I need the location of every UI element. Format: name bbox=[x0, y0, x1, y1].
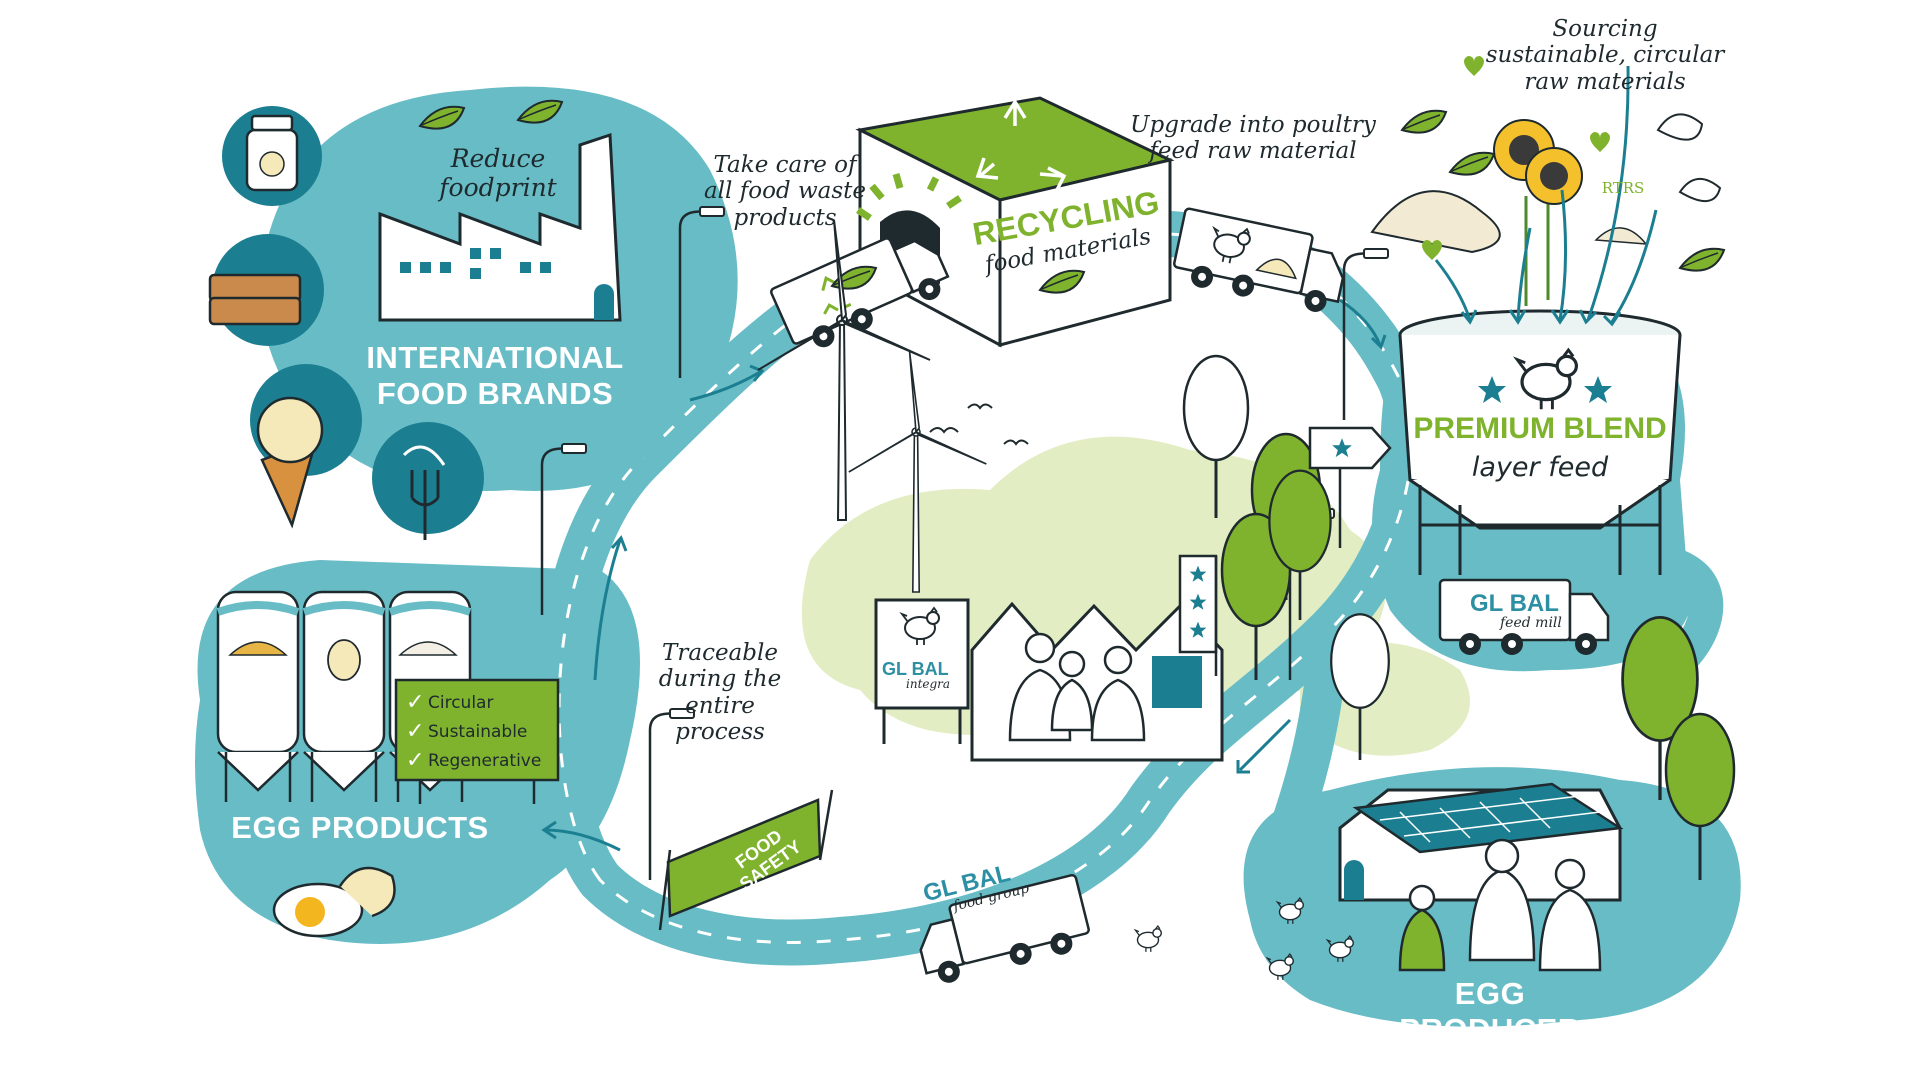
checkmark-icon: ✓ bbox=[406, 690, 425, 715]
note-line: entire bbox=[685, 692, 755, 719]
title-line: INTERNATIONAL bbox=[366, 340, 624, 375]
international-food-brands-title: INTERNATIONAL FOOD BRANDS bbox=[330, 340, 660, 411]
egg-producer-title: EGG PRODUCER bbox=[1390, 976, 1590, 1047]
people-central bbox=[1008, 632, 1146, 742]
note-line: all food waste bbox=[703, 178, 867, 205]
recycle-icon bbox=[975, 98, 1067, 193]
leaf-icon bbox=[1449, 151, 1495, 176]
note-line: sustainable, circular bbox=[1485, 42, 1725, 69]
checkmark-icon: ✓ bbox=[406, 719, 425, 744]
checklist-label: Circular bbox=[428, 692, 494, 713]
note-line: Sourcing bbox=[1552, 16, 1658, 42]
leaf-icon bbox=[1401, 109, 1447, 134]
birds bbox=[929, 403, 1029, 446]
title-line: FOOD BRANDS bbox=[376, 375, 614, 411]
reduce-foodprint-note: Reduce foodprint bbox=[418, 144, 578, 203]
feed-truck bbox=[1169, 206, 1352, 318]
logo-sub: feed mill bbox=[1500, 615, 1562, 631]
note-line: during the bbox=[658, 666, 782, 693]
premium-blend-title: PREMIUM BLEND bbox=[1413, 412, 1667, 445]
egg-products-title: EGG PRODUCTS bbox=[231, 810, 489, 845]
logo-name: GL BAL bbox=[882, 659, 949, 679]
note-line: products bbox=[733, 204, 837, 231]
signpost bbox=[1308, 426, 1392, 548]
raw-materials bbox=[1370, 113, 1722, 306]
note-line: feed raw material bbox=[1149, 138, 1357, 165]
integra-sign bbox=[874, 598, 970, 744]
egg-product-silos bbox=[216, 590, 472, 802]
checklist-sign bbox=[394, 678, 560, 804]
eggs-icon bbox=[272, 866, 396, 938]
integra-logo: GL BAL integra bbox=[882, 660, 950, 690]
food-waste-note: Take care of all food waste products bbox=[680, 152, 890, 231]
note-line: Upgrade into poultry bbox=[1130, 112, 1376, 138]
checklist-label: Regenerative bbox=[428, 750, 542, 771]
rtrs-logo: RTRS bbox=[1601, 179, 1645, 197]
feed-mill-logo: GL BAL feed mill bbox=[1470, 590, 1562, 631]
egg-producer-farm bbox=[1338, 782, 1624, 902]
factory-icon bbox=[378, 132, 622, 322]
sourcing-note: Sourcing sustainable, circular raw mater… bbox=[1480, 16, 1730, 95]
checklist-item: ✓Sustainable bbox=[406, 717, 556, 746]
heart-icon bbox=[1422, 56, 1610, 260]
food-safety-banner bbox=[658, 789, 834, 931]
upgrade-note: Upgrade into poultry feed raw material bbox=[1118, 112, 1388, 165]
note-line: foodprint bbox=[439, 172, 557, 202]
title-line: EGG bbox=[1454, 976, 1526, 1011]
note-line: process bbox=[675, 719, 765, 746]
note-line: Reduce bbox=[450, 144, 546, 173]
producer-people bbox=[1398, 838, 1602, 972]
note-line: raw materials bbox=[1524, 68, 1686, 95]
checklist-item: ✓Circular bbox=[406, 688, 556, 717]
logo-sub: integra bbox=[906, 677, 951, 691]
sunflower-icon bbox=[1493, 119, 1583, 306]
flow-arrows bbox=[541, 298, 1387, 852]
title-line: PRODUCER bbox=[1399, 1011, 1581, 1047]
note-line: Traceable bbox=[662, 640, 778, 666]
logo-name: GL BAL bbox=[1470, 590, 1559, 617]
three-star-flag bbox=[1178, 554, 1218, 676]
sourcing-arrows bbox=[1434, 65, 1658, 327]
note-line: Take care of bbox=[713, 152, 857, 178]
leaf-icon bbox=[1679, 247, 1725, 272]
checklist-item: ✓Regenerative bbox=[406, 746, 556, 775]
traceable-note: Traceable during the entire process bbox=[640, 640, 800, 746]
checkmark-icon: ✓ bbox=[406, 748, 425, 773]
checklist-label: Sustainable bbox=[428, 721, 528, 742]
sustainability-checklist: ✓Circular ✓Sustainable ✓Regenerative bbox=[406, 688, 556, 775]
food-brands-icons bbox=[208, 114, 446, 540]
premium-blend-subtitle: layer feed bbox=[1471, 452, 1609, 483]
